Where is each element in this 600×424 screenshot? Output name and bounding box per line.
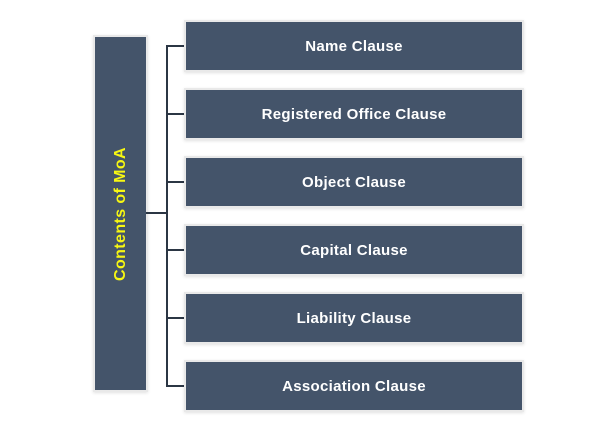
title-box-label: Contents of MoA <box>111 146 129 281</box>
title-box: Contents of MoA <box>93 35 148 392</box>
clause-label: Registered Office Clause <box>261 105 447 123</box>
clause-label: Capital Clause <box>300 241 408 259</box>
connector-stub-object <box>167 181 186 183</box>
connector-stub-association <box>167 385 186 387</box>
clause-box-association: Association Clause <box>184 360 524 412</box>
clause-box-registered-office: Registered Office Clause <box>184 88 524 140</box>
clause-label: Name Clause <box>305 37 403 55</box>
connector-stub-name <box>167 45 186 47</box>
connector-stub-capital <box>167 249 186 251</box>
clause-label: Association Clause <box>282 377 426 395</box>
clause-box-name: Name Clause <box>184 20 524 72</box>
clause-box-object: Object Clause <box>184 156 524 208</box>
connector-trunk <box>166 45 168 387</box>
clause-box-liability: Liability Clause <box>184 292 524 344</box>
clause-label: Object Clause <box>302 173 406 191</box>
connector-stub-registered-office <box>167 113 186 115</box>
clause-label: Liability Clause <box>296 309 412 327</box>
connector-root-stub <box>146 212 167 214</box>
clause-box-capital: Capital Clause <box>184 224 524 276</box>
connector-stub-liability <box>167 317 186 319</box>
